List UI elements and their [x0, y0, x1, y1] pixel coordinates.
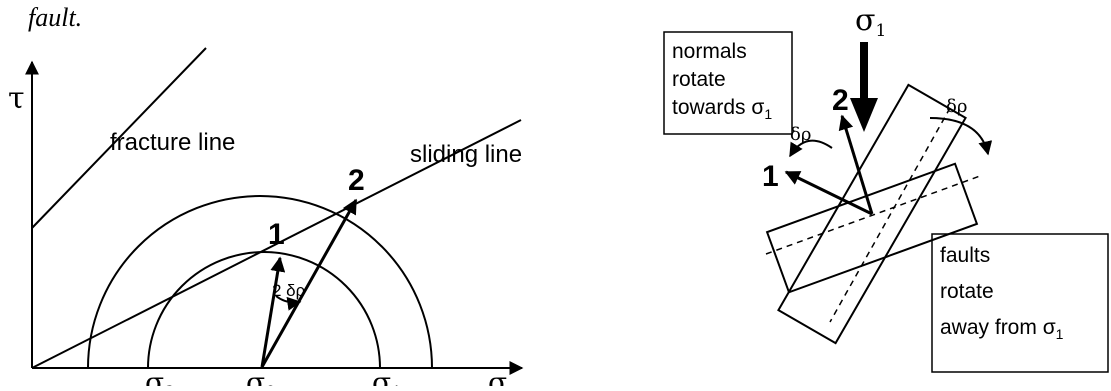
- fracture-line-label: fracture line: [110, 129, 235, 156]
- angle-label: 2 δρ: [272, 281, 305, 300]
- delta-rho-right-label: δρ: [946, 96, 967, 117]
- sliding-line: [31, 119, 522, 369]
- dashed-fault-trace-steep: [829, 107, 951, 323]
- sliding-line-label: sliding line: [410, 141, 522, 168]
- sigma1-top-label: σ1: [855, 3, 886, 41]
- normal-arrow-2: [838, 114, 874, 215]
- normal-1-label: 1: [762, 160, 779, 193]
- faults-box: [931, 233, 1109, 373]
- normal-2-label: 2: [832, 84, 849, 117]
- point-2-label: 2: [348, 164, 365, 197]
- mohr-diagram: τ fracture line sliding line 2 δρ 1 2 σ3…: [8, 47, 524, 391]
- normals-line-3: towards σ1: [672, 96, 772, 122]
- rotation-arc-right: [929, 117, 993, 156]
- fault-block-steep: [777, 83, 967, 345]
- rotation-diagram: σ1 normals rotate towards σ1 1 2 δρ δρ: [663, 3, 1109, 373]
- dashed-fault-trace-shallow: [765, 175, 981, 255]
- tau-label: τ: [8, 81, 25, 116]
- faults-line-3: away from σ1: [940, 316, 1064, 342]
- sigma1-compression-arrowhead: [850, 98, 878, 132]
- fault-block-shallow: [765, 162, 979, 294]
- normals-line-1: normals: [672, 40, 747, 63]
- delta-rho-left-label: δρ: [790, 124, 811, 145]
- normal-arrow-1: [784, 170, 873, 216]
- radius-arrow-2: [260, 198, 358, 368]
- rotation-arc-left: [789, 139, 833, 158]
- normals-line-2: rotate: [672, 68, 726, 91]
- outer-mohr-circle: [87, 195, 433, 369]
- point-1-label: 1: [268, 218, 285, 251]
- faults-line-1: faults: [940, 244, 990, 267]
- inner-mohr-circle: [147, 251, 381, 369]
- radius-arrow-1: [260, 256, 286, 368]
- fracture-line: [31, 47, 207, 229]
- angle-arc: [275, 295, 302, 311]
- normals-box: [663, 31, 793, 135]
- faults-line-2: rotate: [940, 280, 994, 303]
- caption-fragment: fault.: [28, 3, 82, 32]
